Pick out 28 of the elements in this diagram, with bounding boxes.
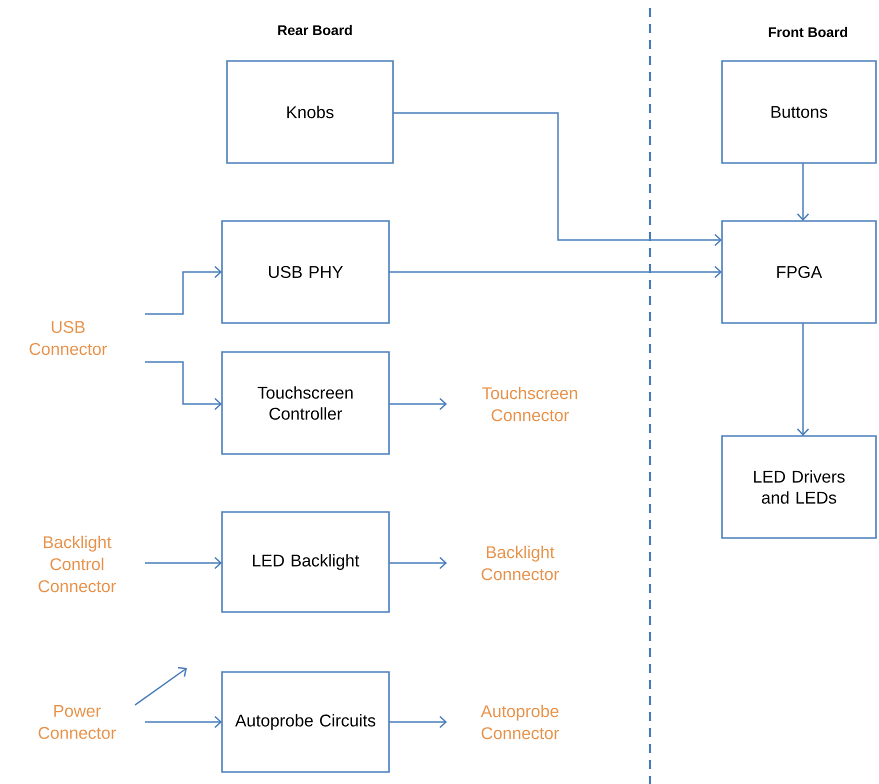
connector-label: USB Connector xyxy=(30,320,107,356)
arrow xyxy=(134,666,187,706)
process-box: LED Backlight xyxy=(221,511,390,613)
process-box: USB PHY xyxy=(221,220,390,324)
board-heading: Front Board xyxy=(768,26,848,38)
connector-label: Autoprobe Connector xyxy=(480,704,559,740)
process-box: LED Drivers and LEDs xyxy=(721,435,877,539)
arrow xyxy=(389,716,447,728)
arrow xyxy=(389,266,722,278)
board-heading: Rear Board xyxy=(278,24,352,36)
arrow xyxy=(145,556,222,570)
arrow xyxy=(145,266,222,315)
arrow xyxy=(389,398,447,410)
arrow xyxy=(393,112,722,246)
arrow xyxy=(389,556,447,570)
process-box: FPGA xyxy=(721,220,877,324)
connector-label: Backlight Connector xyxy=(482,546,559,580)
process-box: Autoprobe Circuits xyxy=(221,671,390,773)
arrow xyxy=(796,323,810,436)
connector-label: Touchscreen Connector xyxy=(482,386,578,422)
connector-label: Backlight Control Connector xyxy=(38,536,116,592)
process-box: Knobs xyxy=(226,60,394,164)
arrow xyxy=(796,163,810,221)
process-box: Touchscreen Controller xyxy=(221,351,390,455)
arrow xyxy=(145,361,222,410)
connector-label: Power Connector xyxy=(38,705,116,739)
process-box: Buttons xyxy=(721,60,877,164)
arrow xyxy=(145,716,222,728)
